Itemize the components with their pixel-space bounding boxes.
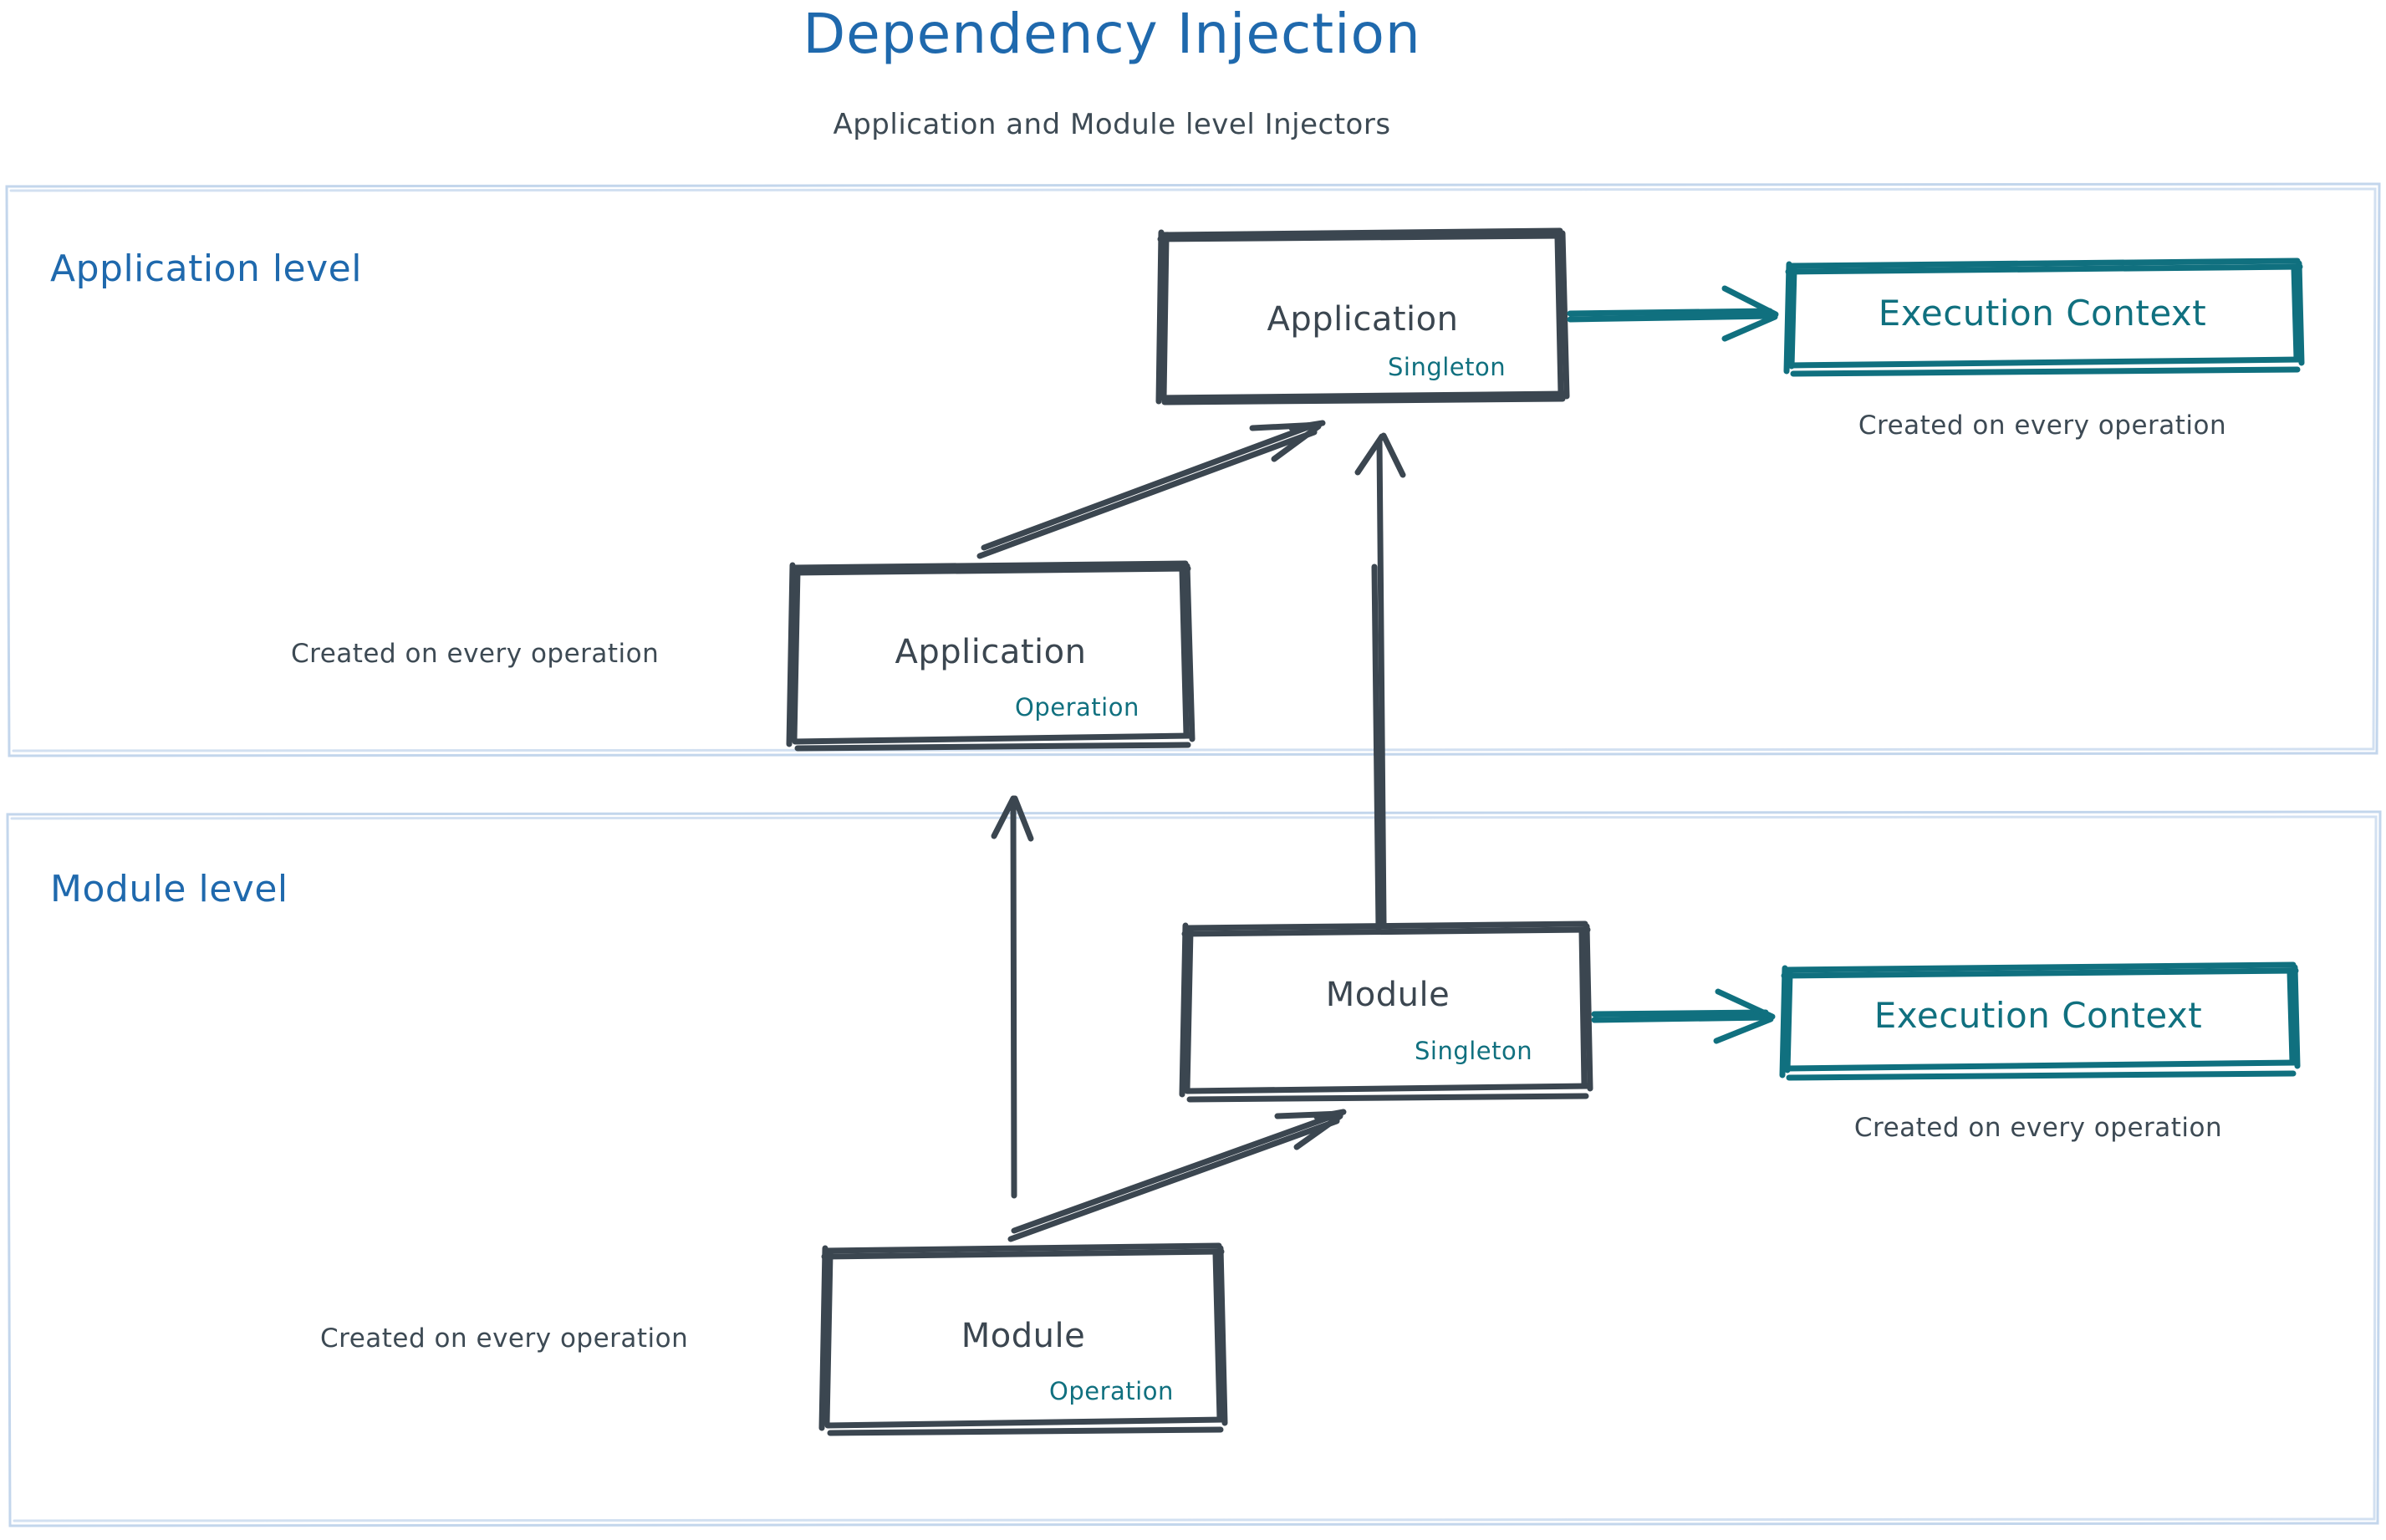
- node-title-application-singleton: Application: [1267, 300, 1459, 339]
- node-scope-application-operation: Operation: [1015, 693, 1139, 722]
- node-scope-module-operation: Operation: [1049, 1377, 1174, 1405]
- panel-frame-module-level: [6, 810, 2382, 1527]
- node-box-module-singleton[interactable]: [1179, 920, 1593, 1103]
- node-box-module-operation[interactable]: [818, 1242, 1228, 1436]
- node-title-module-operation: Module: [961, 1317, 1086, 1355]
- caption-execution-context-module: Created on every operation: [1853, 1113, 2223, 1143]
- node-box-application-singleton[interactable]: [1155, 227, 1570, 405]
- panel-label-module-level: Module level: [50, 868, 288, 910]
- arrow-module-operation-to-application-operation: [991, 795, 1034, 1199]
- node-title-execution-context-application: Execution Context: [1878, 293, 2207, 334]
- caption-module-operation: Created on every operation: [320, 1323, 689, 1354]
- arrow-module-singleton-to-execution-context: [1591, 988, 1776, 1044]
- panel-frame-application-level: [5, 182, 2381, 757]
- node-box-application-operation[interactable]: [786, 560, 1196, 752]
- arrow-module-operation-to-module-singleton: [1007, 1109, 1347, 1242]
- page-subtitle: Application and Module level Injectors: [833, 108, 1391, 141]
- node-title-execution-context-module: Execution Context: [1874, 995, 2203, 1036]
- arrow-application-singleton-to-execution-context: [1567, 285, 1779, 342]
- arrow-module-singleton-to-application-singleton: [1354, 432, 1406, 931]
- page-title: Dependency Injection: [803, 2, 1421, 66]
- panel-label-application-level: Application level: [50, 247, 362, 290]
- node-box-execution-context-application[interactable]: [1783, 258, 2305, 377]
- node-title-application-operation: Application: [895, 633, 1087, 671]
- arrow-application-operation-to-application-singleton: [976, 420, 1326, 559]
- caption-execution-context-application: Created on every operation: [1858, 410, 2227, 441]
- caption-application-operation: Created on every operation: [291, 639, 660, 669]
- node-scope-application-singleton: Singleton: [1388, 353, 1507, 381]
- node-title-module-singleton: Module: [1325, 976, 1450, 1014]
- node-scope-module-singleton: Singleton: [1415, 1037, 1533, 1065]
- node-box-execution-context-module[interactable]: [1779, 961, 2301, 1081]
